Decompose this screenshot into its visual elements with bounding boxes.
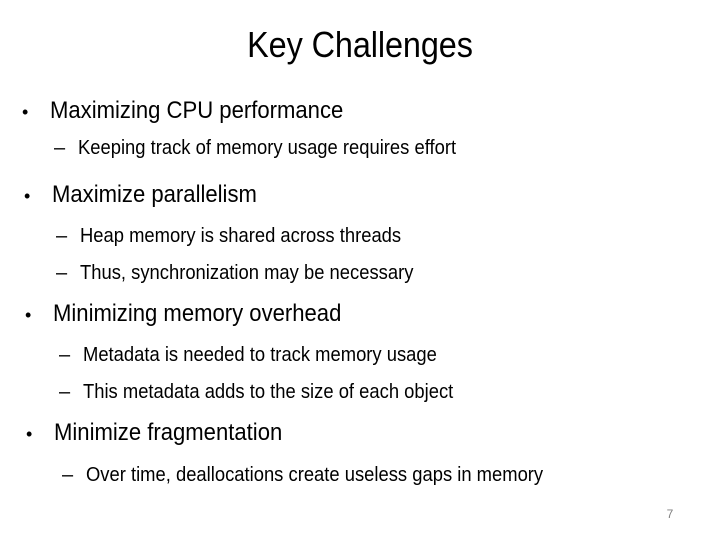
bullet-marker-icon: •	[24, 186, 31, 206]
sub-bullet-text: This metadata adds to the size of each o…	[83, 381, 454, 403]
bullet-marker-icon: •	[25, 305, 32, 325]
dash-marker-icon: –	[59, 381, 71, 403]
dash-marker-icon: –	[56, 225, 68, 247]
sub-bullet-text: Metadata is needed to track memory usage	[83, 344, 437, 366]
sub-bullet-text: Keeping track of memory usage requires e…	[78, 137, 457, 159]
dash-marker-icon: –	[62, 464, 74, 486]
sub-bullet-text: Heap memory is shared across threads	[80, 225, 402, 247]
sub-bullet-item: – Metadata is needed to track memory usa…	[59, 342, 485, 368]
bullet-text: Maximizing CPU performance	[50, 97, 344, 124]
bullet-group: • Minimizing memory overhead – Metadata …	[25, 299, 485, 405]
dash-marker-icon: –	[56, 262, 68, 284]
bullet-item: • Maximize parallelism	[24, 180, 442, 211]
dash-marker-icon: –	[54, 137, 66, 159]
page-number: 7	[666, 507, 674, 521]
bullet-item: • Minimize fragmentation	[26, 418, 583, 449]
bullet-text: Minimizing memory overhead	[53, 300, 342, 327]
bullet-marker-icon: •	[22, 102, 29, 122]
bullet-text: Maximize parallelism	[52, 181, 257, 208]
dash-marker-icon: –	[59, 344, 71, 366]
bullet-marker-icon: •	[26, 424, 33, 444]
bullet-text: Minimize fragmentation	[54, 419, 283, 446]
sub-bullet-item: – Keeping track of memory usage requires…	[54, 135, 489, 161]
sub-bullet-item: – Over time, deallocations create useles…	[62, 462, 583, 488]
bullet-item: • Maximizing CPU performance	[22, 96, 489, 127]
sub-bullet-text: Over time, deallocations create useless …	[86, 464, 544, 486]
slide-title: Key Challenges	[247, 24, 473, 65]
sub-bullet-item: – Thus, synchronization may be necessary	[56, 260, 442, 286]
sub-bullet-item: – Heap memory is shared across threads	[56, 223, 442, 249]
bullet-item: • Minimizing memory overhead	[25, 299, 485, 330]
bullet-group: • Maximize parallelism – Heap memory is …	[24, 180, 442, 286]
bullet-group: • Maximizing CPU performance – Keeping t…	[22, 96, 489, 161]
sub-bullet-text: Thus, synchronization may be necessary	[80, 262, 414, 284]
bullet-group: • Minimize fragmentation – Over time, de…	[26, 418, 583, 488]
sub-bullet-item: – This metadata adds to the size of each…	[59, 379, 485, 405]
